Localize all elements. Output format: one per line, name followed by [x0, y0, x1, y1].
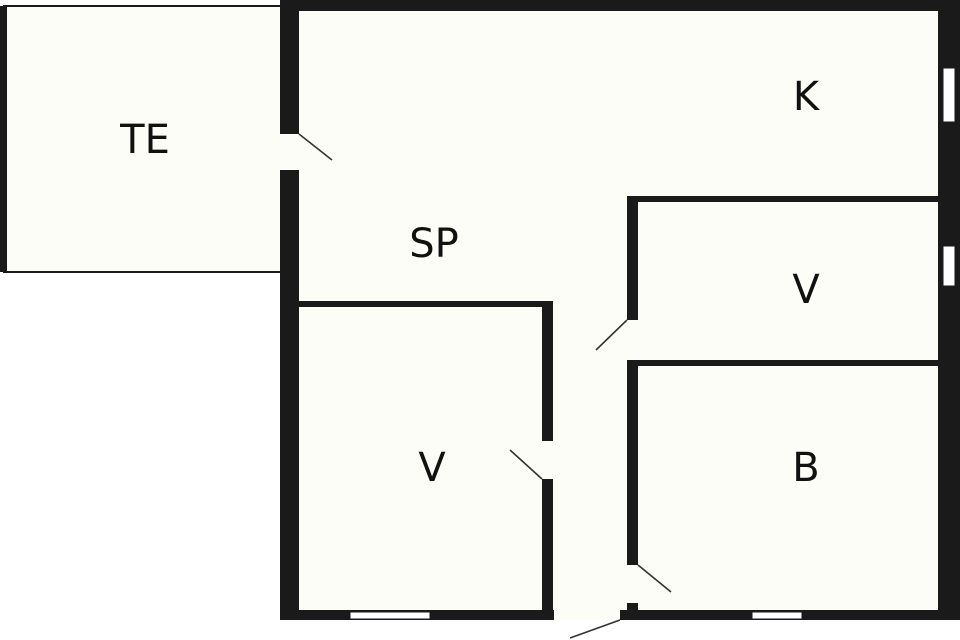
- label-sp: SP: [409, 221, 459, 267]
- label-te: TE: [119, 117, 170, 163]
- window-kitchen: [942, 67, 956, 123]
- room-v-right-walls: [595, 196, 938, 366]
- label-k: K: [793, 74, 821, 120]
- window-bedroom-right: [942, 245, 956, 287]
- room-b-walls: [627, 360, 672, 613]
- window-bathroom: [751, 611, 803, 620]
- door-entrance: [554, 610, 621, 639]
- label-v-right: V: [792, 267, 820, 313]
- door-terrace: [280, 133, 333, 170]
- window-bedroom-left: [349, 611, 431, 620]
- label-v-left: V: [418, 445, 446, 491]
- room-v-left-walls: [299, 301, 553, 620]
- room-te: [0, 5, 281, 273]
- main-floor: [299, 10, 938, 610]
- label-b: B: [792, 445, 819, 491]
